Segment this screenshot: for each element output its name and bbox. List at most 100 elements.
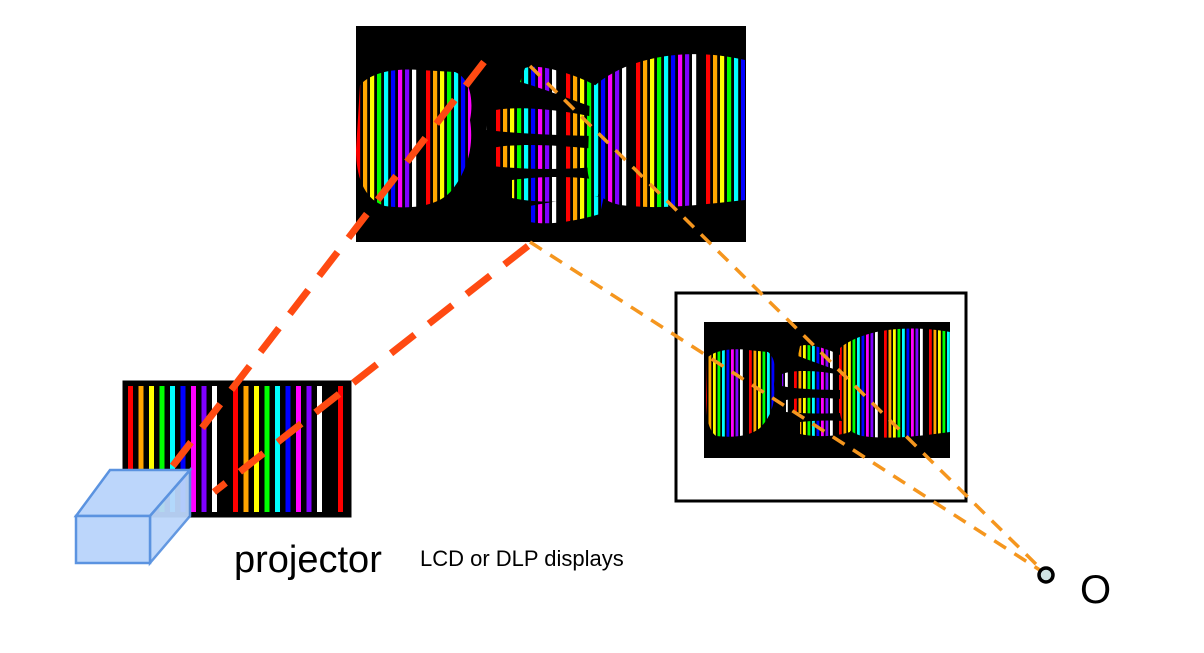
projector-label: projector [234,539,382,581]
scene-stripe [706,54,711,224]
scene-stripe [643,54,648,224]
camera-stripe [798,328,802,438]
scene-stripe [664,54,669,224]
scene-stripe [734,54,739,224]
camera-stripe [706,328,707,438]
projector-box-icon [73,466,193,567]
scene-stripe [608,54,613,224]
displays-label: LCD or DLP displays [420,546,624,571]
camera-stripe [875,328,878,438]
camera-stripe [920,328,923,438]
scene-stripe [440,54,445,224]
camera-stripe [911,328,914,438]
camera-center-label: O [1080,568,1111,612]
scene-stripe [678,54,683,224]
camera-stripe [744,328,748,438]
camera-stripe [857,328,860,438]
camera-stripe [879,328,883,438]
scene-stripe [671,54,676,224]
pattern-stripe [128,386,133,512]
scene-stripe [622,54,627,224]
scene-stripe [727,54,732,224]
camera-ray-upper [528,64,1048,576]
camera-rays [528,64,1048,576]
pattern-stripe [191,386,196,512]
scene-stripe [699,54,704,224]
camera-stripe [938,328,941,438]
pattern-stripe [159,386,165,512]
camera-stripe [758,328,761,438]
scene-stripe [426,54,431,224]
camera-stripe [852,328,856,438]
scene-stripe [594,54,599,224]
camera-stripe [785,328,788,438]
pattern-stripe [212,386,217,512]
camera-stripe [947,328,950,438]
camera-stripe [830,328,833,438]
camera-stripe [794,328,797,438]
scene-stripe [363,54,368,224]
projector-ray-upper [165,59,487,475]
scene-stripe [629,54,634,224]
scene-stripe [412,54,417,224]
pattern-stripe [243,386,249,512]
pattern-stripe [233,386,238,512]
camera-stripe [731,328,734,438]
camera-stripe [888,328,892,438]
scene-stripe [650,54,655,224]
camera-stripe [789,328,793,438]
projector-rays [165,59,531,495]
pattern-stripe [275,386,280,512]
scene-stripe [615,54,620,224]
scene-stripe [720,54,725,224]
camera-stripe [942,328,946,438]
camera-stripe [767,328,770,438]
scene-stripe [454,54,459,224]
scene-stripe [657,54,662,224]
scene-stripe [398,54,403,224]
camera-stripe [812,328,815,438]
scene-stripe [685,54,690,224]
camera-ray-lower [529,240,1047,576]
camera-stripe [807,328,811,438]
pattern-stripe [254,386,259,512]
camera-stripe [735,328,739,438]
scene-stripe [468,54,473,224]
camera-stripe [933,328,937,438]
camera-stripe [902,328,905,438]
camera-stripe [713,328,716,438]
camera-stripe [722,328,725,438]
camera-stripe [771,328,775,438]
pattern-stripe [306,386,312,512]
camera-stripe [915,328,919,438]
scene-stripe [587,54,592,224]
camera-stripe [906,328,910,438]
camera-stripe [924,328,928,438]
pattern-stripe [317,386,322,512]
pattern-stripe [327,386,334,512]
scene-stripe [377,54,382,224]
pattern-stripe [138,386,144,512]
scene-stripe [741,54,745,224]
camera-stripe [861,328,865,438]
camera-stripe [848,328,851,438]
scene-stripe [391,54,396,224]
camera-stripe [825,328,829,438]
scene-stripe [636,54,641,224]
camera-stripe [866,328,869,438]
pattern-stripe [222,386,229,512]
scene-stripe [692,54,697,224]
pattern-stripe [285,386,291,512]
camera-stripe [740,328,743,438]
camera-stripe [839,328,842,438]
scene-stripe [447,54,452,224]
camera-hands-stripes [706,328,950,438]
scene-stripe [370,54,375,224]
camera-stripe [893,328,896,438]
pattern-stripe [264,386,270,512]
camera-stripe [726,328,730,438]
pattern-stripe [170,386,175,512]
camera-stripe [897,328,901,438]
camera-stripe [753,328,757,438]
